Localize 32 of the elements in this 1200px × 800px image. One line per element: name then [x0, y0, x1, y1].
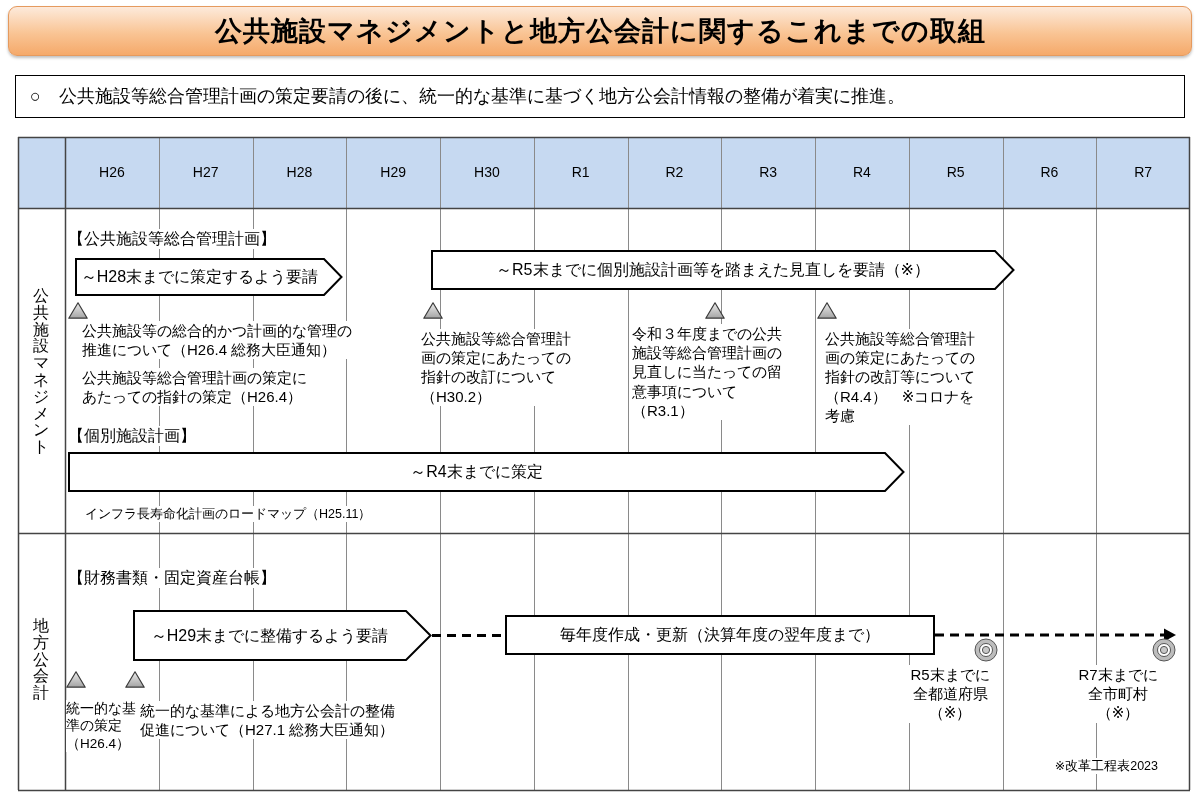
arrow-shaped-bar [75, 258, 343, 296]
arrow-shaped-bar [68, 452, 905, 492]
bar-text: ～H29末までに整備するよう要請 [150, 625, 389, 646]
year-label: R3 [759, 163, 778, 182]
title: 公共施設マネジメントと地方公会計に関するこれまでの取組 [214, 15, 986, 48]
bar-text: ～R5末までに個別施設計画等を踏まえた見直しを要請（※） [496, 260, 930, 280]
footnote: ※改革工程表2023 [1054, 758, 1158, 774]
arrow-shaped-bar [431, 250, 1015, 290]
dashed-arrow [935, 628, 1176, 642]
bar-text: 毎年度作成・更新（決算年度の翌年度まで） [560, 625, 880, 645]
year-label: R1 [571, 163, 590, 182]
summary-text: ○ 公共施設等総合管理計画の策定要請の後に、統一的な基準に基づく地方公会計情報の整備が着実に推進。 [30, 85, 905, 108]
row-header: 公共施設マネジメント [32, 288, 50, 456]
year-label: R4 [852, 163, 871, 182]
arrow-shaped-bar [133, 610, 432, 661]
year-label: R5 [946, 163, 965, 182]
bar-text: ～R4末までに策定 [410, 462, 543, 482]
milestone-caption: R5末までに全都道府県（※） [908, 665, 992, 723]
milestone-caption: R7末までに全市町村（※） [1076, 665, 1160, 723]
event-caption: 統一的な基準の策定（H26.4） [66, 700, 138, 752]
year-label: H26 [99, 163, 125, 182]
summary-panel [15, 75, 1185, 118]
year-label: R2 [665, 163, 684, 182]
year-label: R7 [1134, 163, 1153, 182]
row-header: 地方公会計 [32, 618, 50, 702]
year-label: H27 [192, 163, 219, 182]
bar-text: ～H28末までに策定するよう要請 [80, 267, 319, 287]
year-label: H29 [380, 163, 406, 182]
year-label: R6 [1040, 163, 1059, 182]
year-label: H30 [474, 163, 500, 182]
process-bar [505, 615, 935, 655]
year-label: H28 [286, 163, 313, 182]
